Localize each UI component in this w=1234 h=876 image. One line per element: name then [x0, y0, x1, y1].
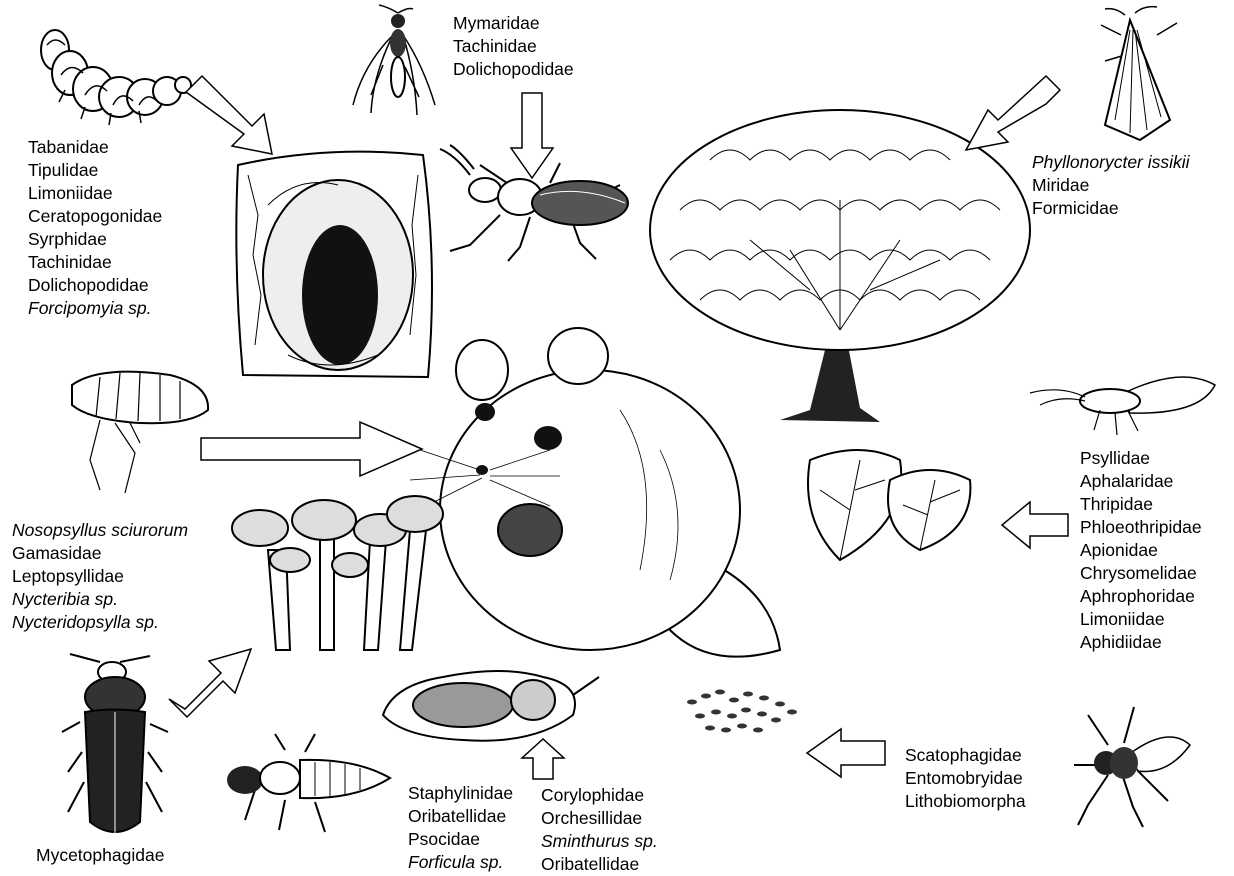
- label-group-mymar: Mymaridae Tachinidae Dolichopodidae: [453, 12, 574, 81]
- arrow-flea-to-dormouse: [200, 420, 425, 478]
- arrow-larva-to-hollow: [180, 70, 290, 160]
- taxon: Tabanidae: [28, 136, 162, 159]
- taxon: Psyllidae: [1080, 447, 1202, 470]
- taxon: Leptopsyllidae: [12, 565, 188, 588]
- taxon-italic: Phyllonorycter issikii: [1032, 151, 1190, 174]
- taxon: Corylophidae: [541, 784, 658, 807]
- taxon: Limoniidae: [1080, 608, 1202, 631]
- taxon: Entomobryidae: [905, 767, 1026, 790]
- taxon: Tachinidae: [453, 35, 574, 58]
- taxon: Thripidae: [1080, 493, 1202, 516]
- taxon: Formicidae: [1032, 197, 1190, 220]
- taxon: Mymaridae: [453, 12, 574, 35]
- taxon: Aphrophoridae: [1080, 585, 1202, 608]
- taxon-italic: Forcipomyia sp.: [28, 297, 162, 320]
- arrow-wasp-to-beetle: [510, 92, 554, 180]
- taxon-italic: Nosopsyllus sciurorum: [12, 519, 188, 542]
- mushrooms-icon: [230, 490, 445, 660]
- label-group-leaf: Psyllidae Aphalaridae Thripidae Phloeoth…: [1080, 447, 1202, 654]
- taxon: Apionidae: [1080, 539, 1202, 562]
- moth-icon: [1085, 5, 1205, 145]
- taxon: Tachinidae: [28, 251, 162, 274]
- label-group-flea: Nosopsyllus sciurorum Gamasidae Leptopsy…: [12, 519, 188, 634]
- label-group-nest-left: Staphylinidae Oribatellidae Psocidae For…: [408, 782, 513, 874]
- taxon: Dolichopodidae: [28, 274, 162, 297]
- taxon-italic: Forficula sp.: [408, 851, 513, 874]
- arrow-beetle-to-mushrooms: [165, 645, 255, 730]
- flea-icon: [60, 365, 215, 505]
- label-group-tree: Phyllonorycter issikii Miridae Formicida…: [1032, 151, 1190, 220]
- taxon: Scatophagidae: [905, 744, 1026, 767]
- label-group-tabanid: Tabanidae Tipulidae Limoniidae Ceratopog…: [28, 136, 162, 320]
- taxon: Syrphidae: [28, 228, 162, 251]
- wasp-icon: [343, 5, 443, 120]
- taxon: Ceratopogonidae: [28, 205, 162, 228]
- arrow-moth-to-tree: [962, 72, 1062, 154]
- label-group-droppings: Scatophagidae Entomobryidae Lithobiomorp…: [905, 744, 1026, 813]
- larva-icon: [25, 5, 195, 135]
- taxon: Staphylinidae: [408, 782, 513, 805]
- taxon: Aphidiidae: [1080, 631, 1202, 654]
- taxon: Dolichopodidae: [453, 58, 574, 81]
- taxon: Phloeothripidae: [1080, 516, 1202, 539]
- nest-icon: [383, 655, 603, 745]
- taxon-italic: Nycteribia sp.: [12, 588, 188, 611]
- taxon: Orchesillidae: [541, 807, 658, 830]
- taxon-italic: Sminthurus sp.: [541, 830, 658, 853]
- tree-hollow-icon: [228, 145, 438, 385]
- taxon: Chrysomelidae: [1080, 562, 1202, 585]
- taxon: Limoniidae: [28, 182, 162, 205]
- arrow-fly-to-droppings: [805, 727, 887, 779]
- taxon: Oribatellidae: [541, 853, 658, 876]
- taxon: Tipulidae: [28, 159, 162, 182]
- taxon: Psocidae: [408, 828, 513, 851]
- taxon: Oribatellidae: [408, 805, 513, 828]
- taxon-italic: Nycteridopsylla sp.: [12, 611, 188, 634]
- psyllid-icon: [1030, 365, 1220, 445]
- arrow-leaves-to-dormouse: [1000, 500, 1070, 550]
- fungus-beetle-icon: [60, 652, 170, 842]
- droppings-icon: [682, 682, 800, 742]
- taxon: Gamasidae: [12, 542, 188, 565]
- leaves-icon: [800, 440, 980, 570]
- rove-beetle-icon: [215, 730, 395, 840]
- arrow-up-to-nest: [520, 738, 566, 780]
- taxon: Mycetophagidae: [36, 844, 164, 867]
- taxon: Lithobiomorpha: [905, 790, 1026, 813]
- label-group-fungus-beetle: Mycetophagidae: [36, 844, 164, 867]
- dormouse-icon: [430, 330, 790, 670]
- taxon: Miridae: [1032, 174, 1190, 197]
- fly-icon: [1068, 705, 1193, 830]
- label-group-nest-right: Corylophidae Orchesillidae Sminthurus sp…: [541, 784, 658, 876]
- taxon: Aphalaridae: [1080, 470, 1202, 493]
